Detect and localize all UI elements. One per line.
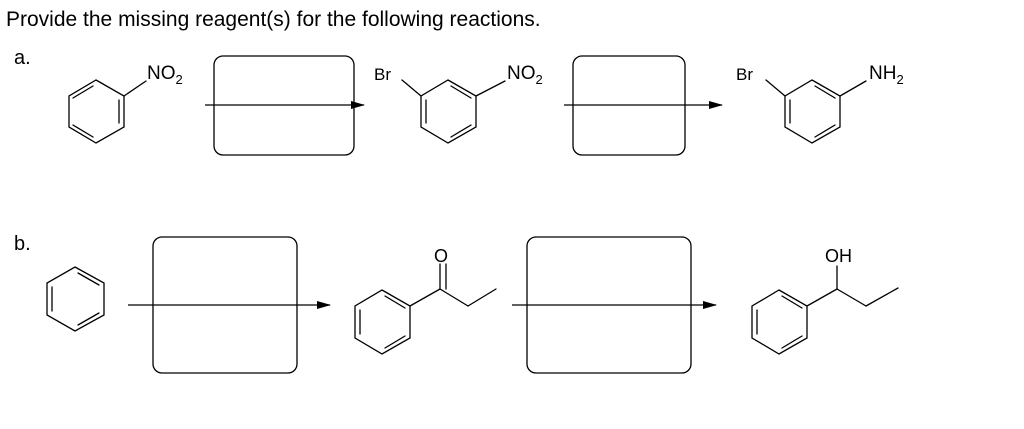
propiophenone-structure: O — [354, 246, 497, 355]
phenylpropanol-structure: OH — [751, 246, 899, 355]
question-title: Provide the missing reagent(s) for the f… — [6, 8, 541, 31]
nitro-group-label-2: NO2 — [507, 63, 543, 87]
bromo-label: Br — [374, 65, 391, 84]
part-b-label: b. — [14, 233, 31, 255]
nitro-group-label: NO2 — [147, 63, 183, 87]
nitrobenzene-structure: NO2 — [68, 63, 183, 144]
amino-group-label: NH2 — [869, 63, 904, 87]
bromoaniline-structure: Br NH2 — [736, 63, 904, 144]
part-a-label: a. — [14, 47, 31, 69]
ketone-oxygen-label: O — [434, 246, 448, 266]
benzene-structure — [46, 266, 105, 332]
hydroxyl-group-label: OH — [825, 246, 852, 266]
bromo-label-2: Br — [736, 65, 753, 84]
bromo-nitrobenzene-structure: Br NO2 — [374, 63, 543, 144]
